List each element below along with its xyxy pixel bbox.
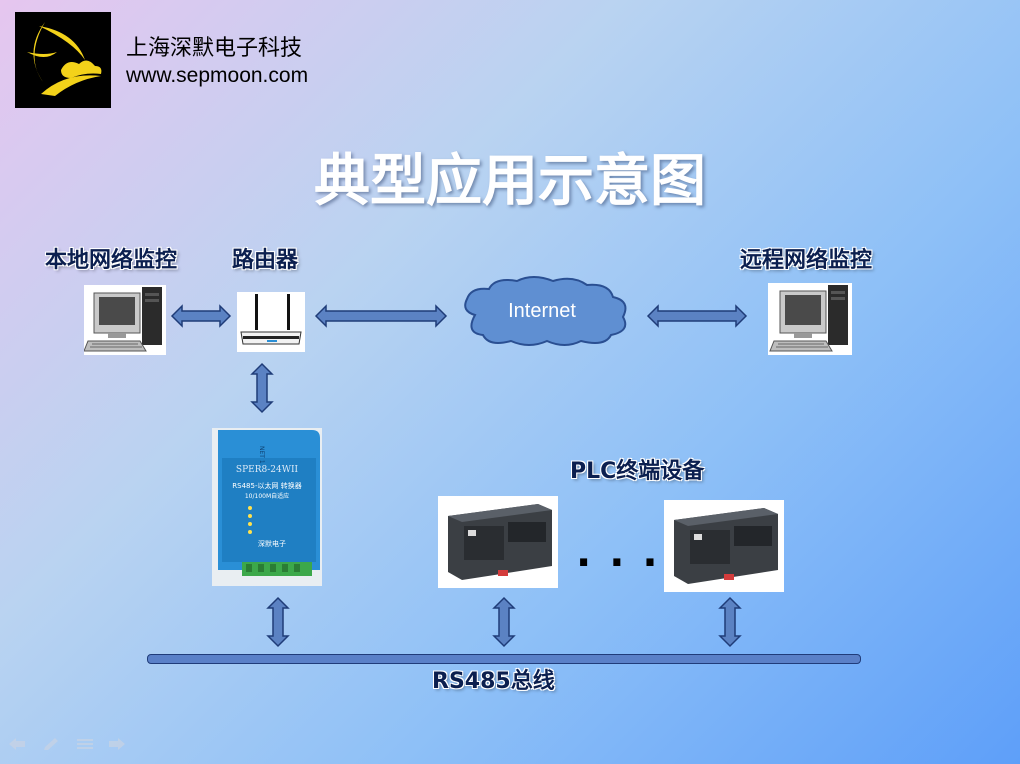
plc-device-1 — [438, 496, 558, 588]
arrow-local-router — [170, 304, 232, 328]
arrow-plc2-bus — [718, 596, 742, 648]
rs485-ethernet-converter: SPER8-24WII RS485-以太网 转换器 10/100M自适应 深默电… — [212, 428, 322, 586]
crescent-moon-cloud-logo-icon — [27, 22, 102, 96]
company-website: www.sepmoon.com — [126, 64, 309, 87]
device-speed: 10/100M自适应 — [245, 492, 289, 500]
remote-computer-icon — [768, 283, 852, 355]
router-icon — [237, 292, 305, 352]
arrow-plc1-bus — [492, 596, 516, 648]
arrow-internet-remote — [646, 304, 748, 328]
plc-device-2 — [664, 500, 784, 592]
forward-arrow-icon[interactable] — [108, 736, 126, 750]
rs485-bus-line — [147, 654, 861, 664]
arrow-router-converter — [250, 362, 274, 414]
device-subtitle: RS485-以太网 转换器 — [232, 481, 301, 490]
remote-monitor-label: 远程网络监控 — [740, 248, 873, 273]
back-arrow-icon[interactable] — [8, 736, 26, 750]
device-brand: 深默电子 — [258, 539, 286, 548]
router-label: 路由器 — [232, 248, 299, 273]
internet-label: Internet — [508, 300, 576, 322]
ellipsis: ... — [576, 530, 676, 576]
local-monitor-label: 本地网络监控 — [45, 248, 178, 273]
company-name: 上海深默电子科技 — [126, 36, 303, 61]
company-logo — [15, 12, 111, 108]
internet-cloud: Internet — [455, 275, 635, 347]
plc-label: PLC终端设备 — [570, 459, 705, 484]
local-computer-icon — [83, 285, 166, 355]
arrow-router-internet — [314, 304, 448, 328]
device-model: SPER8-24WII — [236, 465, 299, 475]
arrow-converter-bus — [266, 596, 290, 648]
device-port-label: NET 1 — [258, 446, 265, 464]
diagram-title: 典型应用示意图 — [314, 149, 706, 214]
pen-icon[interactable] — [42, 736, 60, 750]
bus-label: RS485总线 — [432, 669, 555, 694]
menu-icon[interactable] — [76, 736, 94, 750]
